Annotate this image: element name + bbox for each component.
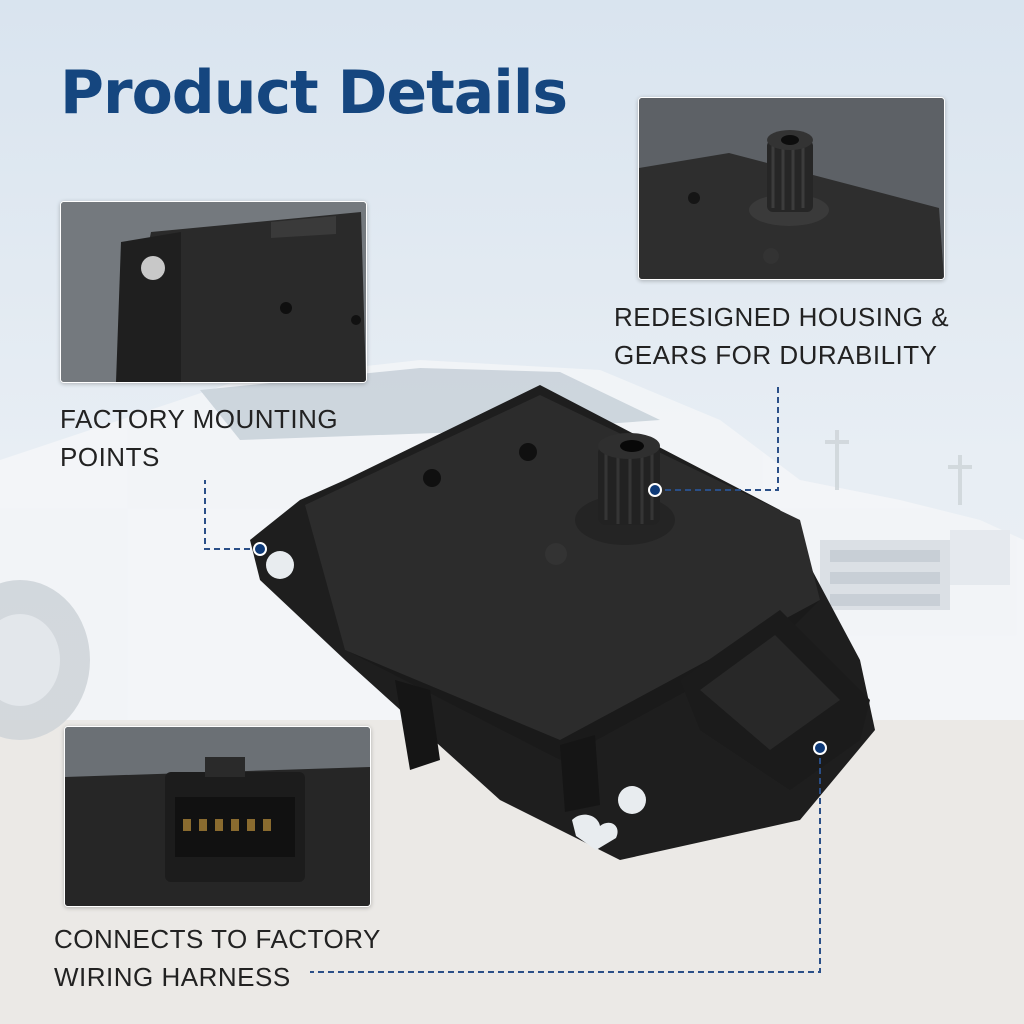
- feature-label-line: REDESIGNED HOUSING &: [614, 302, 950, 332]
- connector-closeup-image: [64, 726, 371, 907]
- feature-label-line: POINTS: [60, 442, 160, 472]
- gear-closeup-drawing: [639, 98, 944, 279]
- connector-closeup-drawing: [65, 727, 370, 906]
- feature-label-line: GEARS FOR DURABILITY: [614, 340, 938, 370]
- feature-label-line: WIRING HARNESS: [54, 962, 291, 992]
- feature-label-line: FACTORY MOUNTING: [60, 404, 339, 434]
- gear-closeup-image: [638, 97, 945, 280]
- feature-label-mounting: FACTORY MOUNTING POINTS: [60, 400, 338, 476]
- feature-label-connector: CONNECTS TO FACTORY WIRING HARNESS: [54, 920, 381, 996]
- feature-label-housing: REDESIGNED HOUSING & GEARS FOR DURABILIT…: [614, 298, 949, 374]
- mounting-points-closeup-drawing: [61, 202, 366, 382]
- page-title: Product Details: [60, 58, 568, 128]
- feature-label-line: CONNECTS TO FACTORY: [54, 924, 381, 954]
- mounting-points-closeup-image: [60, 201, 367, 383]
